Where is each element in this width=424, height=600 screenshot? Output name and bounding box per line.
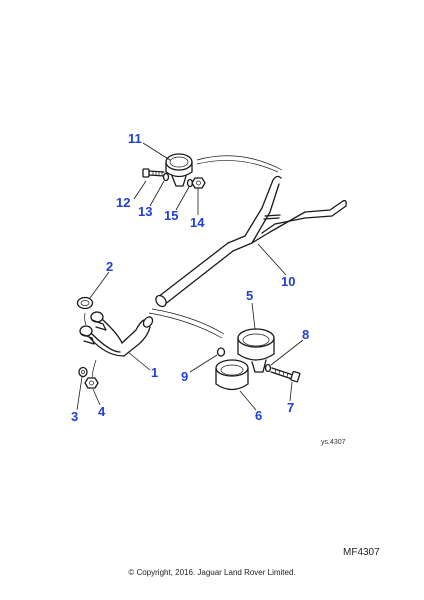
clamp-assembly-top bbox=[142, 153, 283, 189]
callout-2: 2 bbox=[106, 259, 113, 274]
washer-part-9 bbox=[216, 347, 226, 357]
bolt-part-7 bbox=[270, 367, 301, 383]
ring-part-6 bbox=[215, 359, 249, 391]
callout-11: 11 bbox=[128, 131, 142, 146]
washer-part-3 bbox=[78, 366, 88, 378]
y-pipe-part-10 bbox=[155, 175, 347, 308]
drawing-code: ys.4307 bbox=[321, 439, 346, 446]
callout-10: 10 bbox=[281, 274, 295, 289]
callout-13: 13 bbox=[138, 204, 152, 219]
leader-lines bbox=[76, 142, 304, 411]
callout-7: 7 bbox=[287, 400, 294, 415]
callout-4: 4 bbox=[98, 404, 106, 419]
callout-15: 15 bbox=[164, 208, 178, 223]
gasket-part-2 bbox=[76, 296, 94, 310]
callout-12: 12 bbox=[116, 195, 130, 210]
copyright-notice: © Copyright, 2016. Jaguar Land Rover Lim… bbox=[128, 568, 296, 577]
callout-5: 5 bbox=[246, 288, 253, 303]
callout-6: 6 bbox=[255, 408, 262, 423]
callout-14: 14 bbox=[190, 215, 205, 230]
callout-3: 3 bbox=[71, 409, 78, 424]
washer-part-8 bbox=[264, 363, 272, 373]
clamp-part-5 bbox=[237, 328, 275, 373]
callout-9: 9 bbox=[181, 369, 188, 384]
nut-part-4 bbox=[84, 377, 99, 389]
callout-8: 8 bbox=[302, 327, 309, 342]
reference-code: MF4307 bbox=[343, 547, 380, 558]
callouts: 11 12 13 15 14 10 2 5 8 1 9 7 3 4 6 bbox=[71, 131, 309, 424]
callout-1: 1 bbox=[151, 365, 158, 380]
front-pipe-part-1 bbox=[79, 308, 225, 381]
